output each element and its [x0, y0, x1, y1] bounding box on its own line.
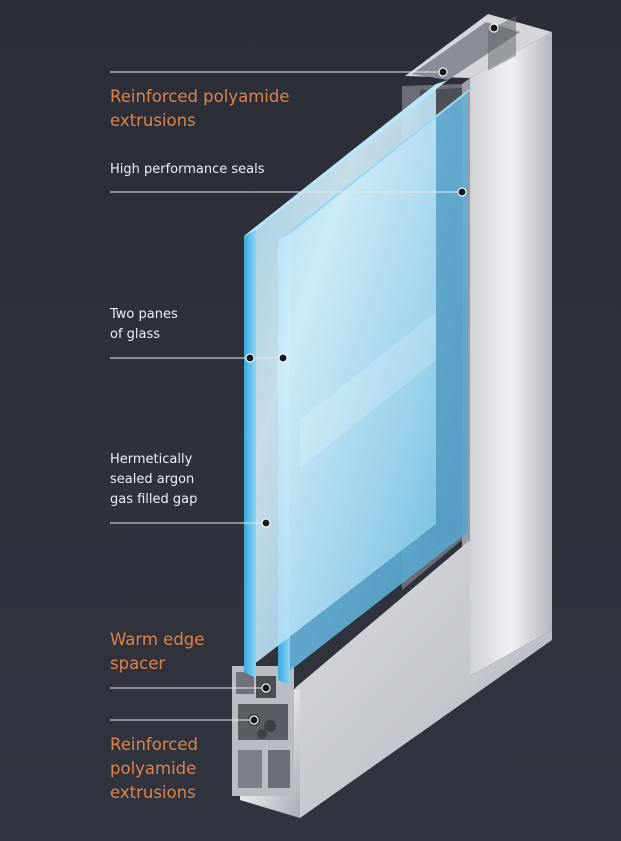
label-seals: High performance seals [110, 160, 265, 180]
label-gap-line-3: gas filled gap [110, 492, 198, 507]
label-top-extrusions-line-1: Reinforced polyamide [110, 87, 290, 106]
callout-dot-top-extrusions-b [489, 23, 499, 33]
profile-chamber-right [268, 750, 290, 788]
polyamide-strip-3 [257, 729, 267, 739]
label-top-extrusions-line-2: extrusions [110, 111, 196, 130]
label-gap-line-2: sealed argon [110, 472, 195, 487]
label-gap: Hermetically sealed argon gas filled gap [110, 450, 197, 510]
label-spacer-line-1: Warm edge [110, 630, 205, 649]
callout-dots [245, 23, 499, 725]
callout-dot-pane-back [278, 353, 288, 363]
label-bottom-extrusions-line-3: extrusions [110, 783, 196, 802]
callout-dot-spacer [261, 683, 271, 693]
label-spacer: Warm edge spacer [110, 628, 204, 676]
callout-dot-seals [457, 187, 467, 197]
label-panes: Two panes of glass [110, 305, 178, 345]
callout-dot-top-extrusions-a [438, 67, 448, 77]
glass-sheen [300, 312, 436, 468]
callout-lines [110, 71, 462, 721]
label-bottom-extrusions-line-2: polyamide [110, 759, 197, 778]
label-seals-line-1: High performance seals [110, 162, 265, 177]
label-bottom-extrusions: Reinforced polyamide extrusions [110, 733, 198, 805]
callout-dot-pane-front [245, 353, 255, 363]
callout-dot-gap [261, 518, 271, 528]
label-top-extrusions: Reinforced polyamide extrusions [110, 85, 290, 133]
glass-unit [244, 80, 476, 686]
profile-chamber-low [238, 750, 262, 788]
label-gap-line-1: Hermetically [110, 452, 193, 467]
glass-top-edge-front [244, 80, 448, 236]
label-panes-line-2: of glass [110, 327, 161, 342]
frame-side-right [470, 32, 552, 676]
label-spacer-line-2: spacer [110, 654, 166, 673]
polyamide-strip-2 [264, 720, 276, 732]
label-bottom-extrusions-line-1: Reinforced [110, 735, 198, 754]
callout-dot-bottom-extrusions [249, 715, 259, 725]
glass-top-edge-back [278, 86, 476, 240]
frame-bottom-rail [295, 540, 552, 818]
label-panes-line-1: Two panes [110, 307, 178, 322]
glass-pane-front-edge [244, 230, 256, 678]
